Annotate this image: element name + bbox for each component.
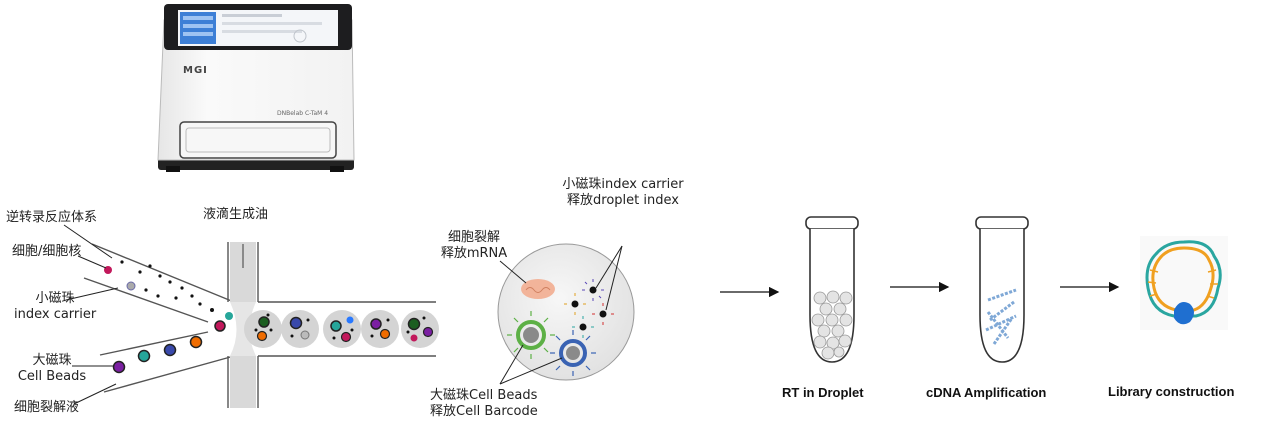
label-index-carrier-release: 小磁珠index carrier 释放droplet index <box>548 177 698 209</box>
oil-stream <box>230 242 256 408</box>
label-big-bead-line2: Cell Beads <box>17 369 87 384</box>
label-index-carrier-line2: 释放droplet index <box>567 193 679 208</box>
chip-leader-lines <box>63 224 119 405</box>
label-mrna-release: 细胞裂解 释放mRNA <box>426 230 522 262</box>
library-dna-loop <box>1140 236 1228 330</box>
small-index-beads <box>564 279 614 338</box>
process-arrows <box>720 281 1120 298</box>
label-cell-barcode-line2: 释放Cell Barcode <box>430 404 538 419</box>
label-big-bead: 大磁珠 Cell Beads <box>14 353 90 385</box>
instrument-device <box>157 4 355 172</box>
step-label-rt: RT in Droplet <box>782 385 864 400</box>
step-label-cdna: cDNA Amplification <box>926 385 1047 400</box>
label-cell-nucleus: 细胞/细胞核 <box>12 244 82 259</box>
instrument-brand: MGI <box>183 65 208 76</box>
label-lysis-buffer: 细胞裂解液 <box>14 400 80 415</box>
label-cell-barcode-line1: 大磁珠Cell Beads <box>430 388 538 403</box>
label-mrna-line2: 释放mRNA <box>440 246 508 261</box>
big-bead-green <box>507 311 555 359</box>
label-index-carrier-line1: 小磁珠index carrier <box>562 177 684 192</box>
label-small-bead: 小磁珠 index carrier <box>14 291 96 323</box>
step-label-library: Library construction <box>1108 384 1235 399</box>
label-small-bead-line1: 小磁珠 <box>35 291 75 306</box>
label-big-bead-line1: 大磁珠 <box>32 353 72 368</box>
microfluidic-chip <box>83 242 436 408</box>
label-cell-barcode-release: 大磁珠Cell Beads 释放Cell Barcode <box>430 388 538 420</box>
label-rt-system: 逆转录反应体系 <box>6 210 98 225</box>
tube-rt-droplet <box>805 216 859 363</box>
droplet-detail <box>497 243 635 385</box>
label-small-bead-line2: index carrier <box>14 307 97 322</box>
label-oil: 液滴生成油 <box>203 207 269 222</box>
instrument-model: DNBelab C-TaM 4 <box>277 110 329 117</box>
inlet-particles <box>104 260 233 374</box>
label-mrna-line1: 细胞裂解 <box>447 230 500 245</box>
tube-cdna-amplification <box>975 216 1029 363</box>
big-bead-blue <box>550 330 596 376</box>
outlet-droplets <box>244 310 439 348</box>
